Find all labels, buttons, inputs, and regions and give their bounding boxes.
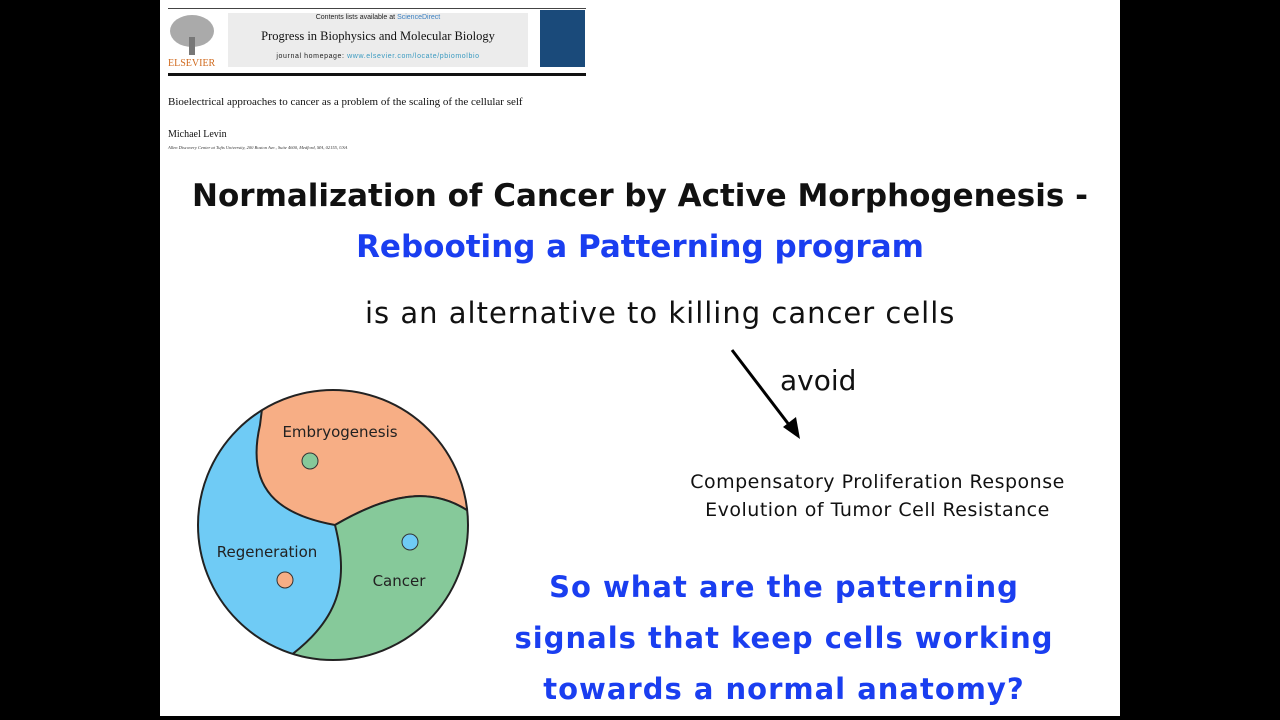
paper-title: Bioelectrical approaches to cancer as a … [168,96,523,108]
journal-banner: Contents lists available at ScienceDirec… [228,13,528,67]
question-text: So what are the patterning signals that … [514,570,1054,706]
paper-author: Michael Levin [168,129,227,140]
homepage-link[interactable]: www.elsevier.com/locate/pbiomolbio [347,53,480,60]
regeneration-dot [276,571,294,589]
morphogenesis-diagram: Embryogenesis Regeneration Cancer [197,389,469,661]
slide-statement: is an alternative to killing cancer cell… [365,296,956,330]
embryogenesis-dot [301,452,319,470]
tree-icon [170,15,214,55]
slide: ELSEVIER Contents lists available at Sci… [160,0,1120,716]
arrow-icon [730,349,800,439]
slide-heading: Normalization of Cancer by Active Morpho… [192,178,1088,214]
avoid-label: avoid [780,364,857,397]
sciencedirect-link[interactable]: ScienceDirect [397,14,441,21]
journal-cover [540,10,585,67]
slide-subheading: Rebooting a Patterning program [356,229,924,265]
avoided-list: Compensatory Proliferation Response Evol… [690,471,1065,521]
label-regeneration: Regeneration [217,543,318,561]
cancer-dot [401,533,419,551]
label-embryogenesis: Embryogenesis [282,423,397,441]
paper-affiliation: Allen Discovery Center at Tufts Universi… [168,145,348,150]
journal-title: Progress in Biophysics and Molecular Bio… [261,29,495,43]
elsevier-logo: ELSEVIER [168,13,218,69]
journal-header: ELSEVIER Contents lists available at Sci… [168,8,586,76]
label-cancer: Cancer [373,572,427,590]
